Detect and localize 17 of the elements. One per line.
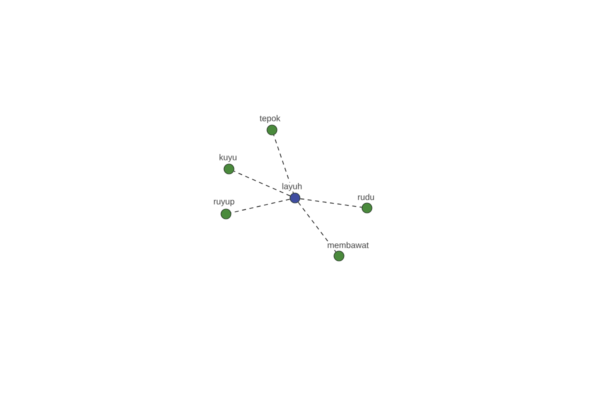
- node-dot: [266, 124, 278, 136]
- node-label: kuyu: [218, 153, 238, 163]
- node-label: ruyup: [212, 199, 236, 207]
- node-label: membawat: [326, 241, 370, 249]
- node-dot: [224, 164, 234, 174]
- dashed-connector: [298, 202, 336, 252]
- node-dot: [334, 250, 344, 262]
- node-dot: [362, 202, 372, 214]
- dashed-connector: [230, 198, 290, 214]
- node-label: layuh: [281, 182, 303, 192]
- node-dot: [220, 208, 232, 220]
- node-label: rudu: [356, 193, 376, 201]
- node-dot: [290, 192, 300, 204]
- node-label: tepok: [259, 114, 281, 124]
- dashed-connector: [273, 134, 294, 194]
- dashed-connector: [234, 170, 290, 196]
- dashed-connector: [300, 198, 362, 208]
